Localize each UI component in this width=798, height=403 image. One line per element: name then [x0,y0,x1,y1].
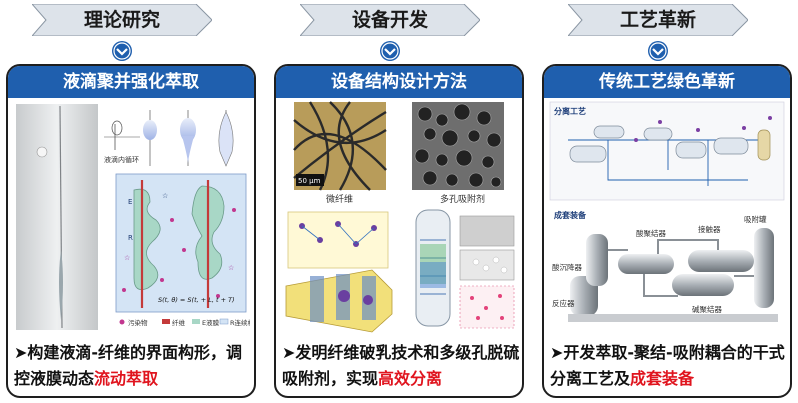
stage-chevron: 工艺革新 [568,4,748,36]
equipment-card: 设备结构设计方法 50 μm 微纤维 多孔吸附剂 [274,64,524,398]
porous-adsorbent-label: 多孔吸附剂 [440,193,485,205]
acid-settler-label: 酸沉降器 [552,262,582,272]
process-card: 传统工艺绿色革新 分离工艺 成套装备 [542,64,792,398]
svg-text:☆: ☆ [162,192,168,200]
card-title: 液滴聚并强化萃取 [8,66,254,98]
contactor-label: 接触器 [698,224,721,234]
acid-coalescer-label: 酸聚结器 [636,228,666,238]
chevron-down-icon [112,41,132,61]
stage-chevron: 设备开发 [300,4,480,36]
equipment-design-figure: 50 μm 微纤维 多孔吸附剂 [285,101,515,333]
card-caption: ➤发明纤维破乳技术和多级孔脱硫吸附剂，实现高效分离 [282,343,520,388]
column-process: 工艺革新 传统工艺绿色革新 分离工艺 成套装备 [540,0,796,403]
svg-text:☆: ☆ [124,254,130,262]
scale-bar-label: 50 μm [298,177,321,185]
legend-film: E液膜 [202,318,220,327]
droplet-fiber-figure: 液滴内循环 E R ☆ ☆ ☆ S(t, θ) = S(t, + L, t + … [16,104,250,330]
equation-label: S(t, θ) = S(t, + L, t + T) [158,296,235,304]
stage-label: 工艺革新 [619,9,696,31]
process-equipment-figure: 分离工艺 成套装备 酸聚结器 [549,101,785,334]
theory-card: 液滴聚并强化萃取 液滴内循环 [6,64,256,398]
card-caption: ➤构建液滴-纤维的界面构形，调控液膜动态流动萃取 [14,343,243,388]
chevron-down-icon [380,41,400,61]
stage-chevron: 理论研究 [32,4,212,36]
alkali-coalescer-label: 碱聚结器 [692,304,722,314]
legend-fiber: 纤维 [172,318,186,327]
process-title: 分离工艺 [554,106,586,116]
microfiber-label: 微纤维 [326,193,353,205]
column-theory: 理论研究 液滴聚并强化萃取 液滴内循环 [4,0,260,403]
zone-r-label: R [128,234,133,242]
adsorption-tank-label: 吸附罐 [744,214,767,224]
card-title: 设备结构设计方法 [276,66,522,98]
card-title: 传统工艺绿色革新 [544,66,790,98]
caption-highlight: 成套装备 [630,369,695,388]
card-caption: ➤开发萃取-聚结-吸附耦合的干式分离工艺及成套装备 [550,343,785,388]
stage-label: 理论研究 [83,9,160,31]
stage-label: 设备开发 [351,9,428,31]
zone-e-label: E [128,198,132,206]
chevron-down-icon [648,41,668,61]
caption-highlight: 高效分离 [378,369,443,388]
caption-highlight: 流动萃取 [94,369,159,388]
column-equipment: 设备开发 设备结构设计方法 50 μm 微纤维 多孔吸附剂 [272,0,528,403]
reactor-label: 反应器 [552,298,575,308]
legend-pollutant: 污染物 [128,318,148,327]
legend-continuous: R连续相 [230,318,250,327]
equipment-title: 成套装备 [554,210,587,220]
inner-circulation-label: 液滴内循环 [104,155,139,164]
svg-text:☆: ☆ [228,264,234,272]
